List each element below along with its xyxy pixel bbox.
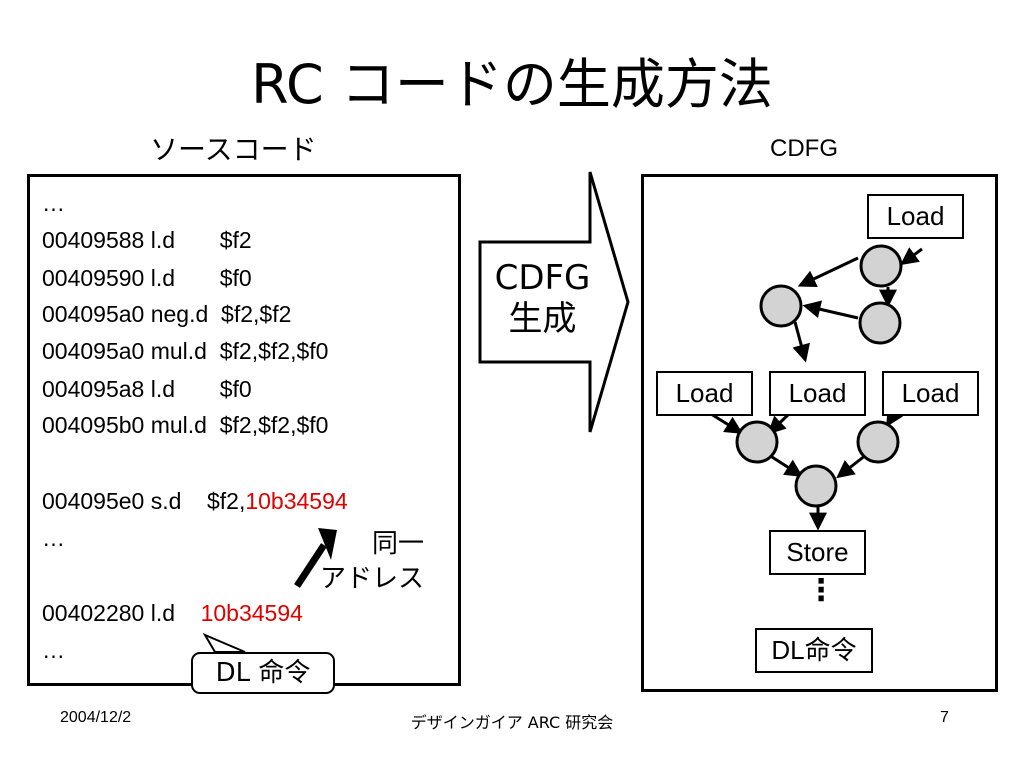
cdfg-generation-arrow bbox=[478, 171, 630, 433]
code-line: … bbox=[42, 190, 65, 216]
footer-date: 2004/12/2 bbox=[60, 709, 132, 726]
source-code-box: … 00409588 l.d $f2 00409590 l.d $f0 0040… bbox=[27, 174, 461, 686]
code-line: 004095a0 neg.d $f2,$f2 bbox=[42, 301, 292, 327]
load-node-right: Load bbox=[882, 371, 979, 416]
cdfg-caption: CDFG bbox=[770, 135, 838, 162]
code-line: … bbox=[42, 637, 65, 663]
highlighted-address: 10b34594 bbox=[245, 488, 348, 514]
slide-title: RC コードの生成方法 bbox=[251, 53, 773, 116]
code-line: … bbox=[42, 525, 65, 551]
store-node: Store bbox=[769, 530, 866, 575]
load-node-top: Load bbox=[867, 194, 964, 239]
same-address-arrowhead bbox=[318, 528, 337, 560]
code-line: 004095a8 l.d $f0 bbox=[42, 376, 252, 402]
code-line: 004095b0 mul.d $f2,$f2,$f0 bbox=[42, 412, 329, 438]
edge bbox=[797, 256, 859, 287]
operation-node bbox=[858, 301, 902, 345]
cdfg-box bbox=[641, 174, 998, 692]
cdfg-generation-label: CDFG 生成 bbox=[494, 258, 591, 339]
code-line: 00409590 l.d $f0 bbox=[42, 265, 252, 291]
load-node-left: Load bbox=[656, 371, 753, 416]
code-line-store: 004095e0 s.d $f2,10b34594 bbox=[42, 488, 348, 514]
cdfg-edges bbox=[710, 247, 923, 531]
operation-node bbox=[794, 464, 838, 508]
page-number: 7 bbox=[940, 709, 949, 726]
operation-node bbox=[859, 244, 903, 288]
operation-node bbox=[856, 420, 900, 464]
same-address-label: 同一 アドレス bbox=[320, 529, 425, 595]
dl-instruction-callout: DL 命令 bbox=[191, 652, 335, 694]
dl-instruction-node: DL命令 bbox=[755, 628, 873, 673]
edge bbox=[802, 300, 859, 320]
load-node-middle: Load bbox=[769, 371, 866, 416]
edge bbox=[900, 247, 923, 266]
callout-tail bbox=[202, 632, 246, 653]
edge bbox=[836, 453, 867, 479]
code-line-load: 00402280 l.d 10b34594 bbox=[42, 600, 303, 626]
same-address-arrow bbox=[294, 543, 327, 588]
footer-title: デザインガイア ARC 研究会 bbox=[410, 713, 614, 732]
source-code-caption: ソースコード bbox=[150, 133, 317, 166]
cdfg-nodes bbox=[735, 244, 903, 508]
operation-node bbox=[759, 284, 803, 328]
code-line: 004095a0 mul.d $f2,$f2,$f0 bbox=[42, 338, 329, 364]
edge bbox=[710, 412, 744, 434]
code-line: 00409588 l.d $f2 bbox=[42, 227, 252, 253]
edge bbox=[792, 321, 810, 363]
edge bbox=[771, 455, 804, 477]
highlighted-address: 10b34594 bbox=[200, 600, 303, 626]
operation-node bbox=[735, 420, 779, 464]
continuation-dots: ⋮ bbox=[806, 573, 836, 608]
